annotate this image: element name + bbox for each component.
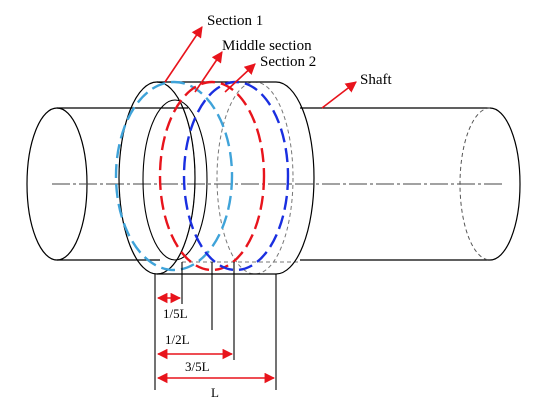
dim-label-full: L <box>211 385 219 400</box>
shaft-right-face-visible <box>489 107 521 261</box>
collar <box>118 81 315 275</box>
collar-bore <box>142 99 208 261</box>
middle-section-label: Middle section <box>222 38 312 54</box>
middle-section-ellipse <box>158 80 266 272</box>
section-2-arrow <box>224 63 256 93</box>
section-1-arrow <box>164 26 203 83</box>
collar-hidden-mid <box>216 81 294 275</box>
dim-label-one-half: 1/2L <box>165 332 190 347</box>
shaft <box>26 107 521 261</box>
section-1-ellipse <box>114 80 234 272</box>
section-2-label: Section 2 <box>260 54 316 70</box>
shaft-label: Shaft <box>360 72 392 88</box>
dimensions: 1/5L 1/2L 3/5L L <box>154 262 277 400</box>
collar-left-face <box>118 81 196 275</box>
section-2-ellipse <box>182 80 290 272</box>
section-1-label: Section 1 <box>207 13 263 29</box>
dim-label-one-fifth: 1/5L <box>163 306 188 321</box>
shaft-arrow <box>321 81 357 109</box>
dim-label-three-fifths: 3/5L <box>185 359 210 374</box>
middle-section-arrow <box>194 51 223 93</box>
collar-right-face <box>275 81 315 275</box>
